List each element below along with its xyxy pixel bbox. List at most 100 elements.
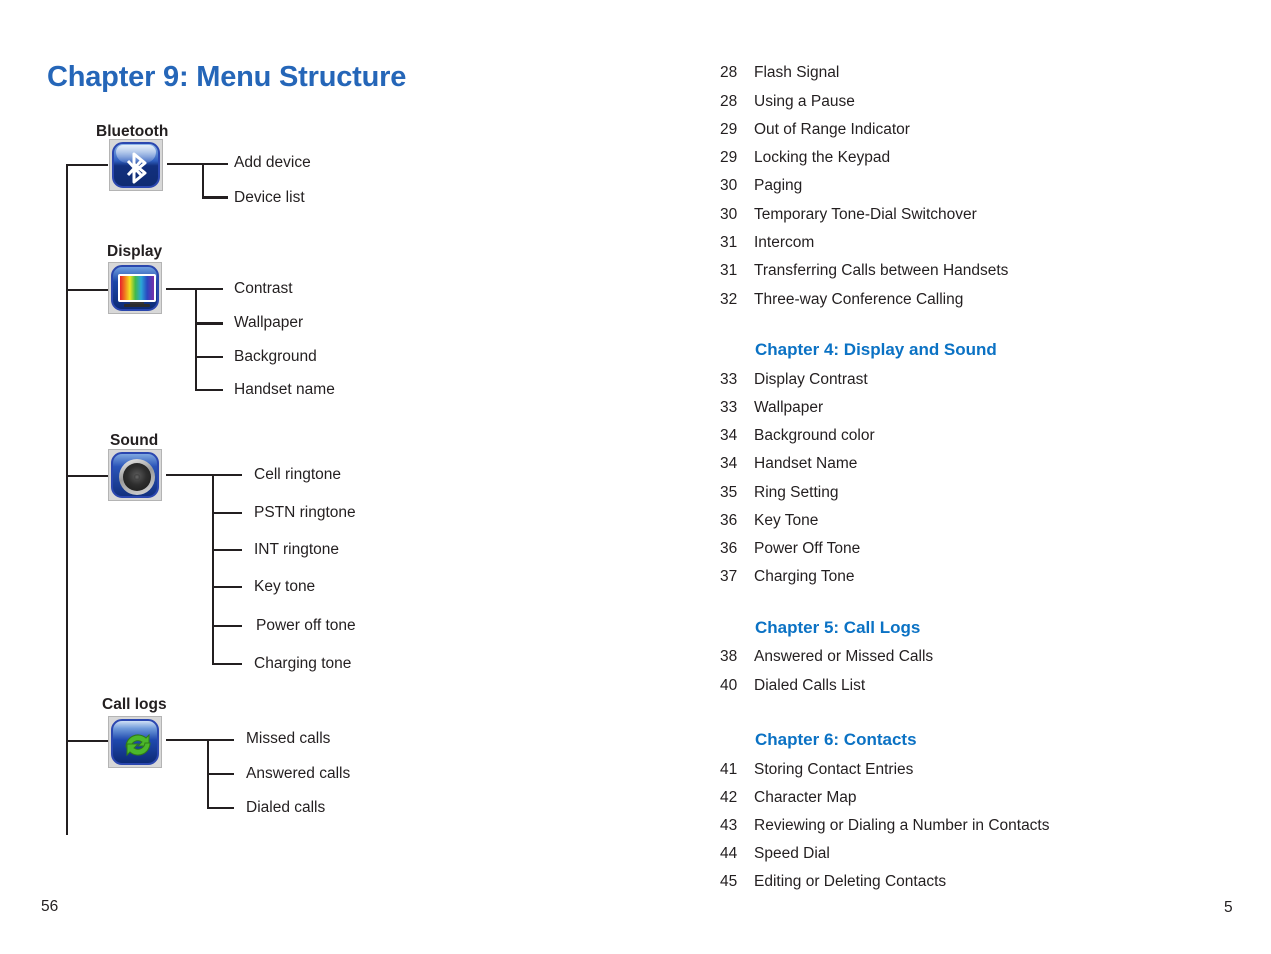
toc-page-number: 36 — [720, 540, 738, 557]
toc-page-number: 42 — [720, 789, 738, 806]
toc-entry-title: Key Tone — [754, 512, 819, 529]
call-logs-refresh-icon[interactable] — [108, 716, 162, 768]
leaf-contrast[interactable]: Contrast — [234, 280, 293, 297]
left-page: Chapter 9: Menu Structure Bluetooth Add … — [41, 61, 406, 915]
group-label-call-logs: Call logs — [102, 696, 167, 713]
display-monitor-icon[interactable] — [108, 262, 162, 314]
toc-entry-title: Locking the Keypad — [754, 149, 891, 166]
toc-heading-chapter-4[interactable]: Chapter 4: Display and Sound — [755, 340, 997, 359]
toc-page-number: 33 — [720, 371, 738, 388]
branch-connector-call-logs — [166, 739, 208, 741]
leaf-charging-tone[interactable]: Charging tone — [254, 655, 352, 672]
toc-page-number: 44 — [720, 845, 738, 862]
toc-page-number: 31 — [720, 262, 738, 279]
toc-page-number: 34 — [720, 455, 738, 472]
toc-row[interactable]: 37 Charging Tone — [720, 568, 855, 596]
leaf-pstn-ringtone[interactable]: PSTN ringtone — [254, 504, 356, 521]
leaf-background[interactable]: Background — [234, 348, 317, 365]
tree-stub-bluetooth — [66, 164, 108, 166]
leaf-int-ringtone[interactable]: INT ringtone — [254, 541, 340, 558]
toc-row[interactable]: 32 Three-way Conference Calling — [720, 291, 963, 319]
toc-entry-title: Ring Setting — [754, 484, 839, 501]
leaf-missed-calls[interactable]: Missed calls — [246, 730, 331, 747]
toc-entry-title: Three-way Conference Calling — [754, 291, 964, 308]
toc-row[interactable]: 35 Ring Setting — [720, 484, 838, 512]
toc-entry-title: Paging — [754, 177, 803, 194]
tree-trunk — [66, 164, 68, 835]
toc-row[interactable]: 31 Intercom — [720, 234, 814, 262]
toc-page-number: 34 — [720, 427, 738, 444]
toc-row[interactable]: 36 Power Off Tone — [720, 540, 860, 568]
toc-page-number: 38 — [720, 648, 738, 665]
speaker-icon[interactable] — [108, 449, 162, 501]
tree-stub-display — [66, 289, 108, 291]
tree-stub-call-logs — [66, 740, 108, 742]
toc-entry-title: Temporary Tone-Dial Switchover — [754, 206, 977, 223]
branch-vertical-bluetooth — [202, 163, 204, 198]
branch-tick — [195, 288, 223, 290]
branch-tick — [212, 625, 242, 627]
toc-page-number: 45 — [720, 873, 738, 890]
toc-row[interactable]: 30 Paging — [720, 177, 802, 205]
toc-entry-title: Out of Range Indicator — [754, 121, 910, 138]
toc-row[interactable]: 31 Transferring Calls between Handsets — [720, 262, 1008, 290]
toc-page-number: 40 — [720, 677, 738, 694]
bluetooth-icon[interactable] — [109, 139, 163, 191]
toc-entry-title: Wallpaper — [754, 399, 824, 416]
branch-connector-display — [166, 288, 196, 290]
toc-page-number: 31 — [720, 234, 738, 251]
branch-tick — [195, 322, 223, 325]
toc-row[interactable]: 33 Wallpaper — [720, 399, 823, 427]
leaf-answered-calls[interactable]: Answered calls — [246, 765, 351, 782]
leaf-handset-name[interactable]: Handset name — [234, 381, 335, 398]
toc-heading-chapter-5[interactable]: Chapter 5: Call Logs — [755, 618, 921, 637]
leaf-cell-ringtone[interactable]: Cell ringtone — [254, 466, 342, 483]
toc-row[interactable]: 38 Answered or Missed Calls — [720, 648, 933, 676]
toc-entry-title: Intercom — [754, 234, 815, 251]
leaf-key-tone[interactable]: Key tone — [254, 578, 316, 595]
page-number-right: 5 — [1224, 899, 1233, 916]
toc-page-number: 37 — [720, 568, 738, 585]
leaf-wallpaper[interactable]: Wallpaper — [234, 314, 304, 331]
toc-entry-title: Charging Tone — [754, 568, 855, 585]
leaf-power-off-tone[interactable]: Power off tone — [256, 617, 356, 634]
branch-tick — [212, 549, 242, 551]
leaf-dialed-calls[interactable]: Dialed calls — [246, 799, 326, 816]
toc-entry-title: Reviewing or Dialing a Number in Contact… — [754, 817, 1050, 834]
leaf-device-list[interactable]: Device list — [234, 189, 305, 206]
group-label-display: Display — [107, 243, 163, 260]
toc-row[interactable]: 33 Display Contrast — [720, 371, 868, 399]
toc-page-number: 35 — [720, 484, 738, 501]
tree-stub-sound — [66, 475, 108, 477]
leaf-add-device[interactable]: Add device — [234, 154, 311, 171]
toc-entry-title: Power Off Tone — [754, 540, 861, 557]
toc-entry-title: Display Contrast — [754, 371, 868, 388]
toc-page-number: 30 — [720, 177, 738, 194]
page-number-left: 56 — [41, 898, 59, 915]
toc-page-number: 32 — [720, 291, 738, 308]
toc-entry-title: Answered or Missed Calls — [754, 648, 934, 665]
toc-page-number: 33 — [720, 399, 738, 416]
branch-tick — [207, 773, 234, 775]
branch-tick — [202, 163, 228, 165]
menu-structure-tree: Bluetooth Add device Device list Display — [66, 123, 356, 835]
toc-heading-chapter-6[interactable]: Chapter 6: Contacts — [755, 730, 917, 749]
branch-connector-sound — [166, 474, 213, 476]
group-label-sound: Sound — [110, 432, 159, 449]
toc-entry-title: Transferring Calls between Handsets — [754, 262, 1009, 279]
branch-tick — [195, 389, 223, 391]
